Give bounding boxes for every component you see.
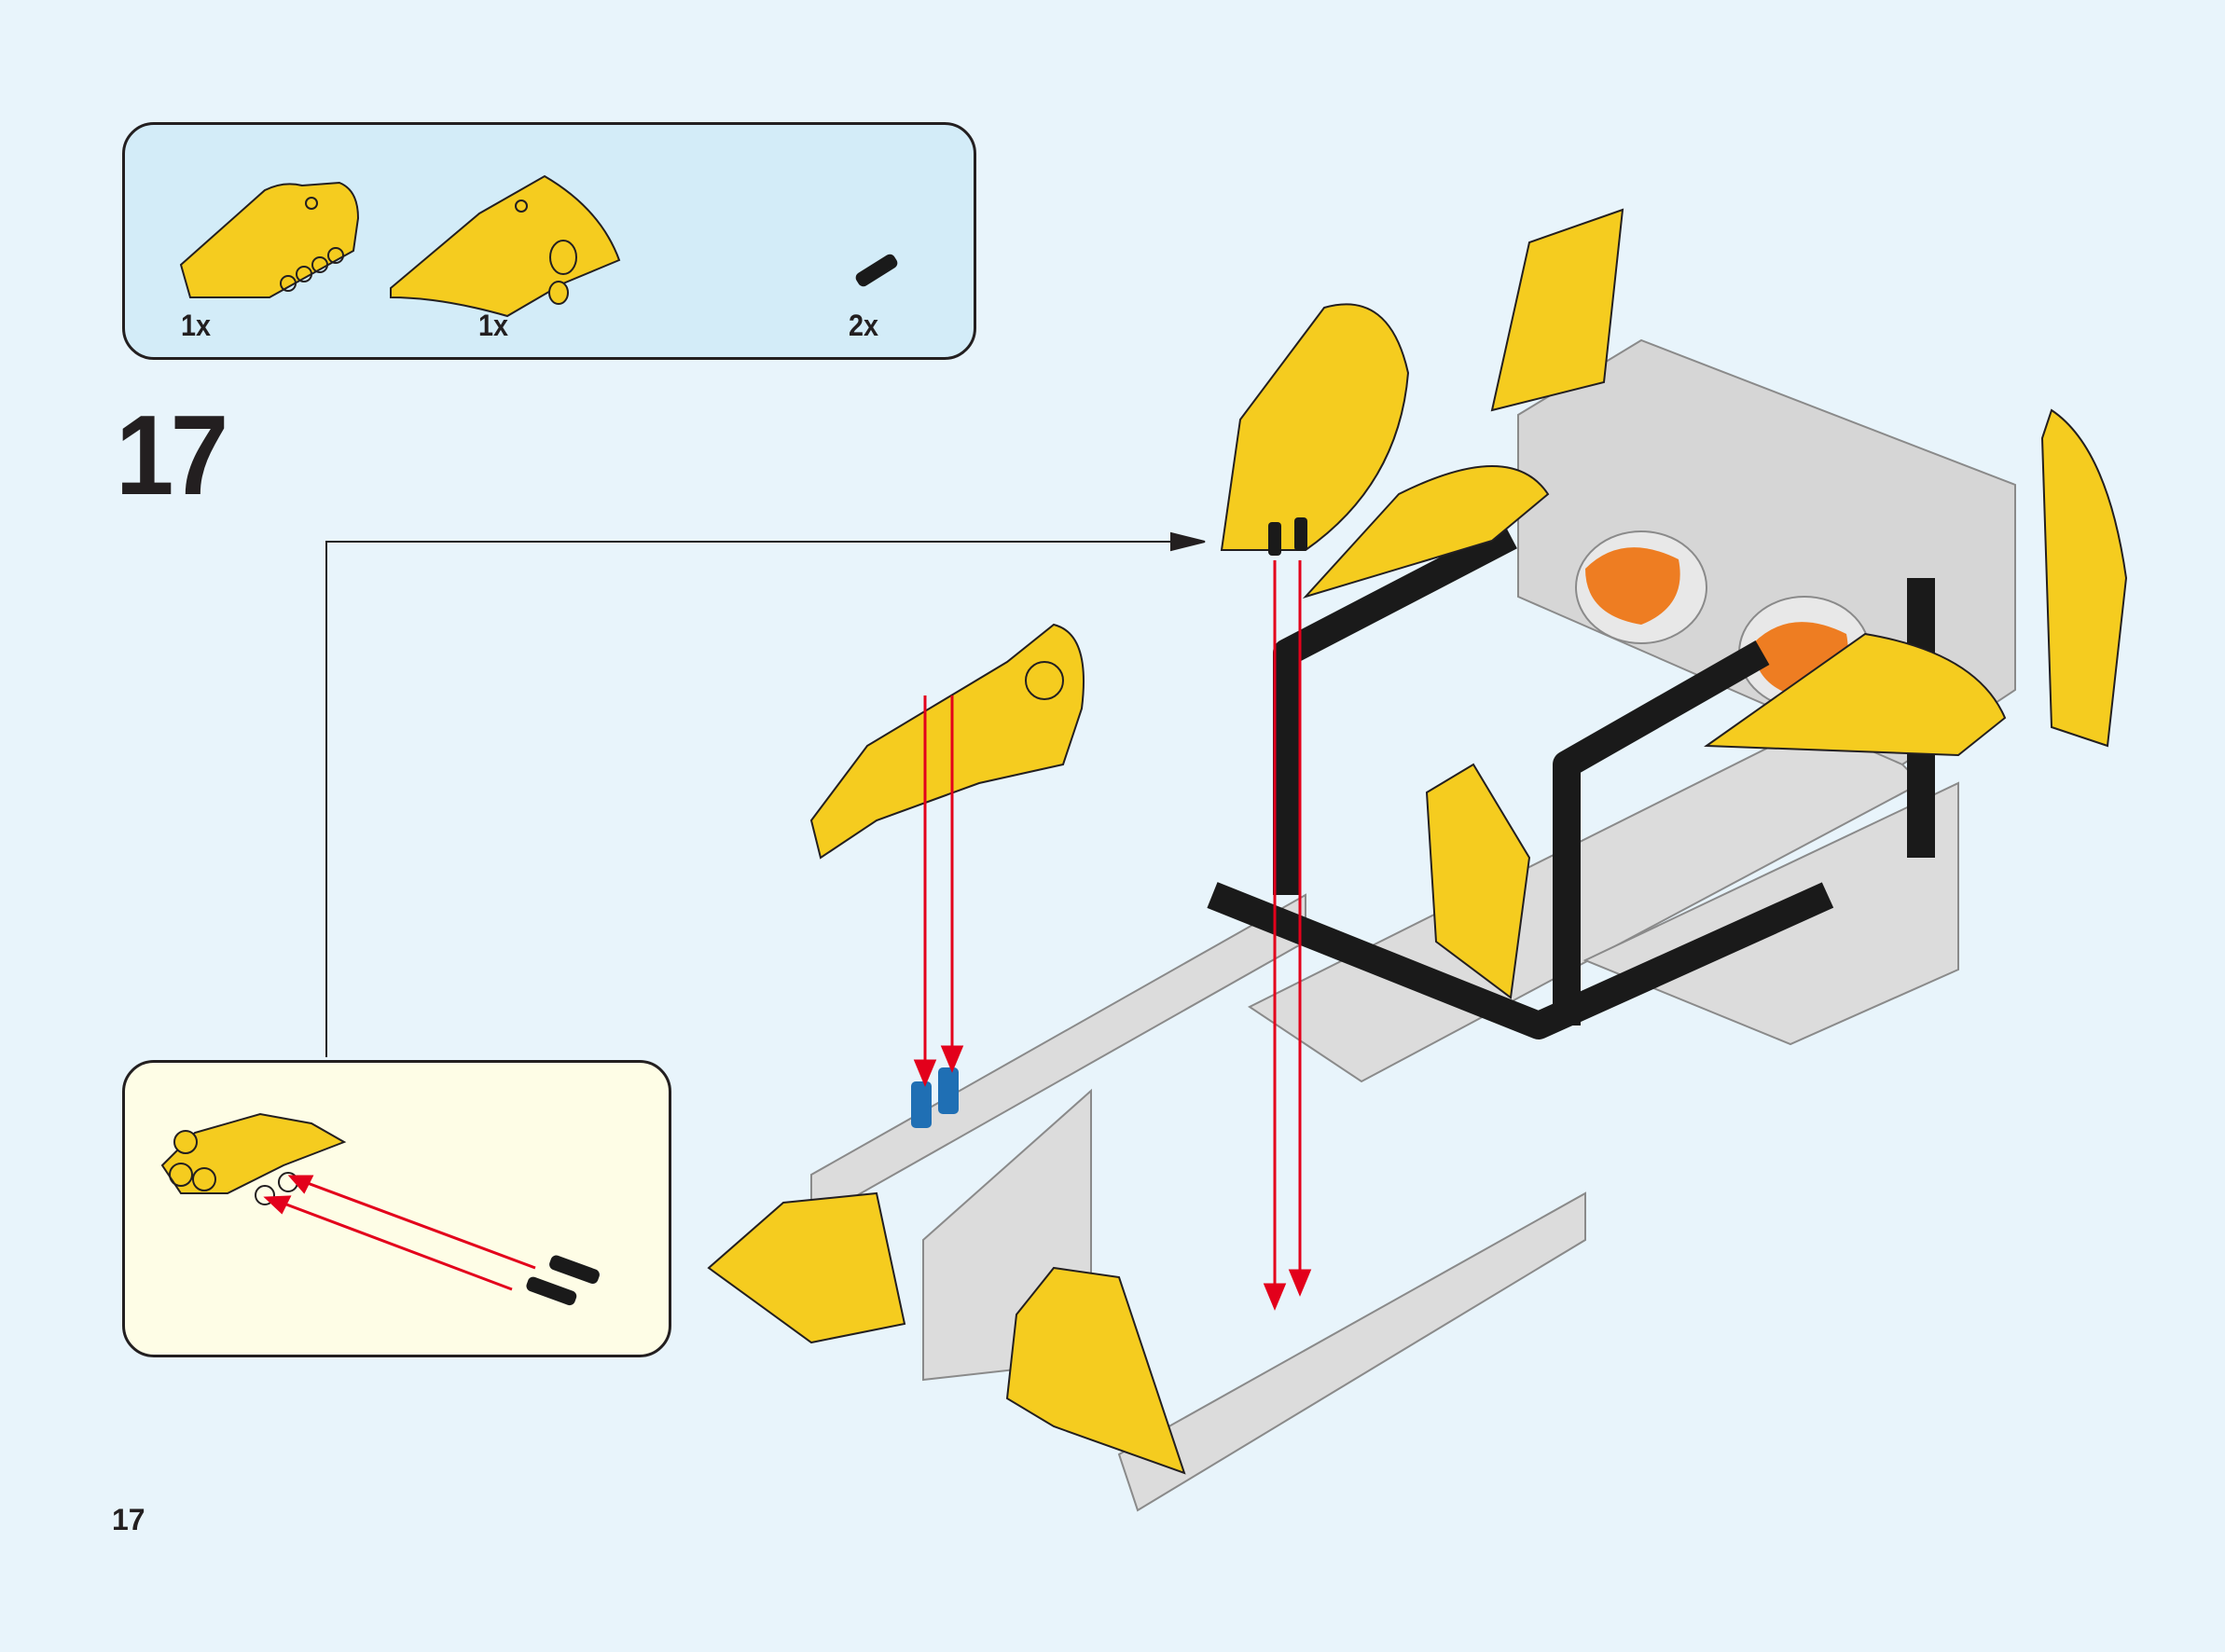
yellow-beam-to-attach bbox=[809, 623, 1085, 860]
black-pin-part-image bbox=[855, 254, 898, 287]
yellow-beam-subassembly bbox=[160, 1112, 347, 1205]
page-number: 17 bbox=[112, 1503, 145, 1536]
callout-illustration bbox=[160, 1112, 600, 1306]
parts-list-box: 1x 1x 2x bbox=[122, 122, 976, 360]
gray-chassis-beams bbox=[810, 707, 1959, 1512]
yellow-angled-beam-part-image bbox=[179, 181, 360, 298]
yellow-panels bbox=[707, 208, 2128, 1475]
orange-motor-output bbox=[1585, 547, 1680, 625]
insert-arrows bbox=[263, 1175, 536, 1291]
step-number: 17 bbox=[116, 392, 228, 518]
black-pins bbox=[526, 1255, 600, 1306]
part-quantity-3: 2x bbox=[849, 309, 879, 342]
yellow-curved-panel-part-image bbox=[390, 174, 621, 318]
blue-pins bbox=[911, 1067, 959, 1128]
part-quantity-1: 1x bbox=[181, 309, 212, 342]
parts-illustrations bbox=[179, 174, 898, 318]
callout-connector-line bbox=[325, 531, 1206, 1057]
part-quantity-2: 1x bbox=[478, 309, 509, 342]
red-insertion-arrows bbox=[913, 560, 1312, 1311]
black-pins-on-panel bbox=[1268, 517, 1307, 556]
sub-assembly-callout bbox=[122, 1060, 671, 1357]
